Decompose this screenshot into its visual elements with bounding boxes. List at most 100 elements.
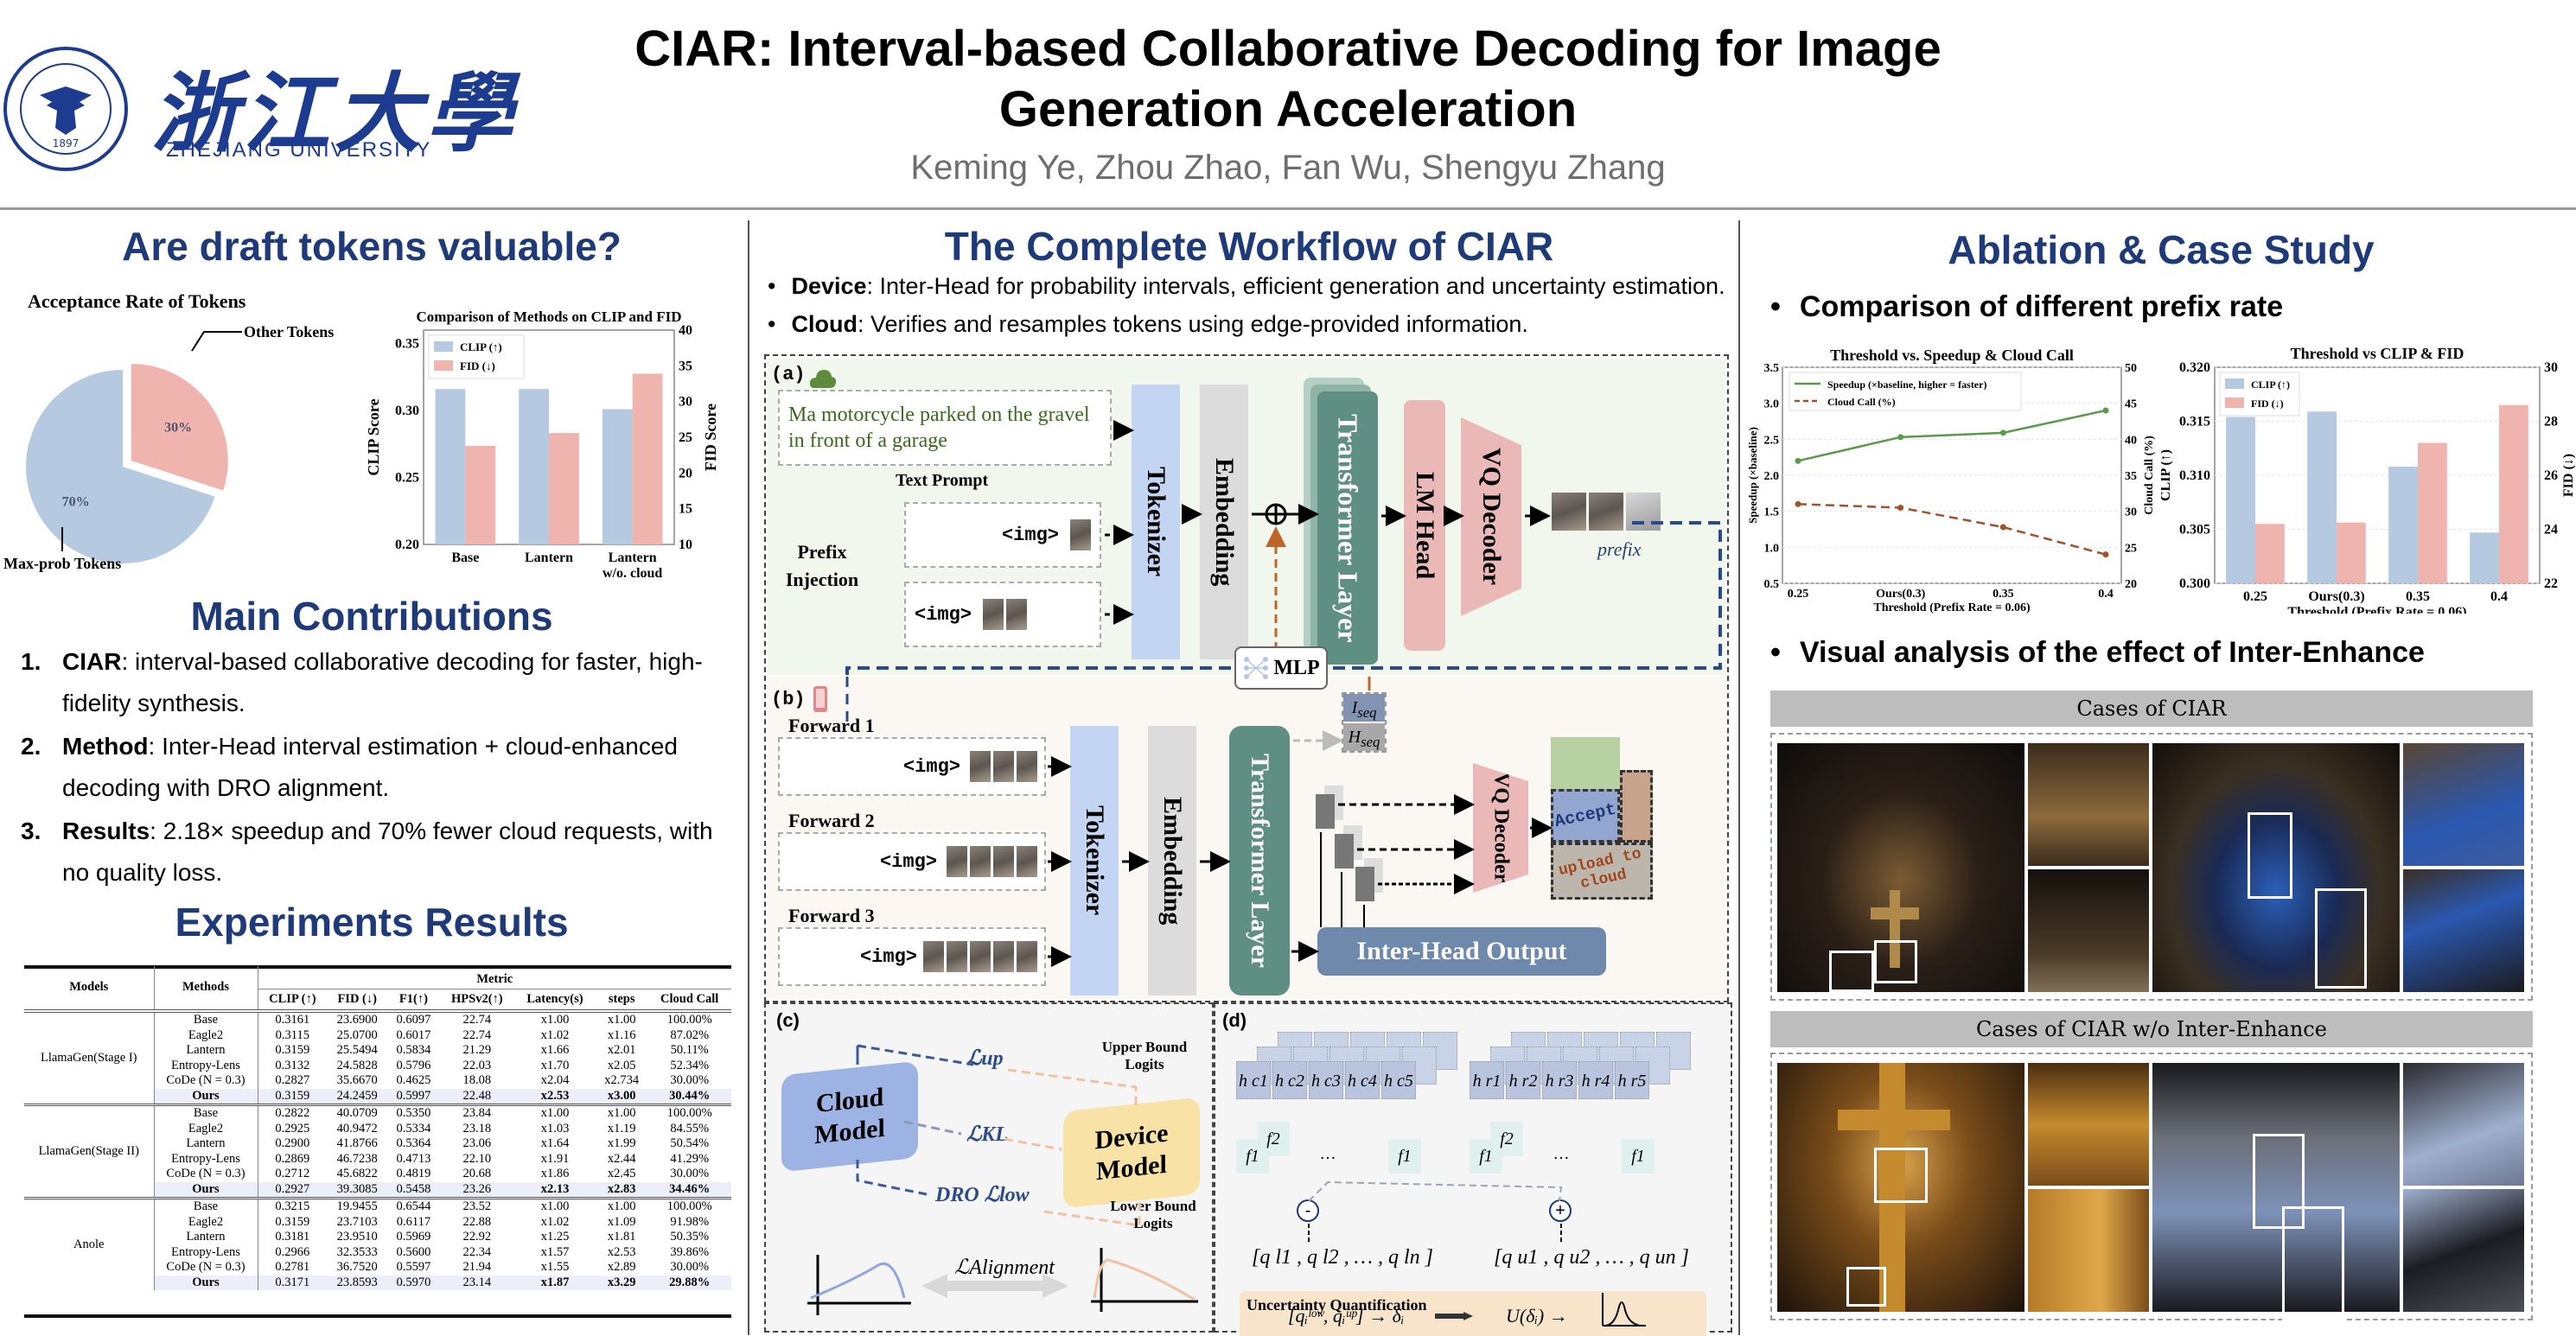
metric-cell: 19.9455: [336, 1199, 378, 1213]
metric-cell: x1.00: [607, 1013, 636, 1027]
x-tick-label: 0.4: [2490, 589, 2508, 604]
metric-cell: 0.3159: [258, 1088, 328, 1105]
bullet-keyword: Device: [791, 273, 867, 299]
column-header-metric-group: Metric: [258, 966, 731, 989]
method-cell: Entropy-Lens: [154, 1244, 258, 1260]
y-axis-label: CLIP Score: [365, 398, 382, 475]
bar-fid: [2337, 522, 2366, 583]
forward-1-label: Forward 1: [788, 715, 875, 736]
metric-cell: x2.05: [607, 1058, 636, 1072]
data-point: [2102, 407, 2109, 414]
method-cell: Ours: [154, 1088, 258, 1105]
metric-cell: 23.06: [462, 1136, 492, 1150]
img-token: <img>: [902, 755, 960, 778]
metric-cell: 52.34%: [670, 1058, 710, 1072]
method-cell: CoDe (N = 0.3): [154, 1073, 258, 1089]
image-patch-thumbnail: [970, 941, 991, 972]
x-tick-label: Ours(0.3): [1876, 588, 1926, 601]
head-cell: h c5: [1381, 1061, 1416, 1099]
y-tick-label: 0.20: [395, 538, 419, 552]
lower-quantile-vector: [q l1 , q l2 , … , q ln ]: [1252, 1246, 1434, 1269]
metric-cell: x2.13: [514, 1181, 596, 1199]
head-cell: h r3: [1542, 1061, 1577, 1099]
image-patch-thumbnail: [993, 941, 1014, 972]
img-token: <img>: [879, 850, 937, 873]
loss-alignment-label: ℒAlignment: [954, 1256, 1055, 1279]
case-image-cross: [1777, 743, 2024, 992]
case-image-motorcycle: [2152, 743, 2400, 992]
y2-axis-label: FID (↓): [2561, 454, 2576, 497]
image-patch-thumbnail: [1589, 493, 1623, 531]
metric-cell: 18.08: [462, 1073, 492, 1087]
case-zoom-crop: [2028, 1189, 2149, 1312]
transformer-layer-block-a: Transformer Layer: [1317, 391, 1378, 665]
metric-cell: 0.4713: [396, 1151, 431, 1166]
img-token: <img>: [915, 603, 972, 626]
metric-cell: x2.53: [607, 1244, 636, 1259]
y2-axis-label: Cloud Call (%): [2143, 436, 2156, 515]
implies-arrow-icon: [1435, 1312, 1473, 1320]
metric-cell: 0.3171: [258, 1275, 328, 1290]
metric-cell: 32.3533: [336, 1244, 378, 1259]
section-title-contributions: Main Contributions: [190, 594, 553, 639]
method-cell: Base: [154, 1011, 258, 1028]
bullet-cloud: •Cloud: Verifies and resamples tokens us…: [768, 311, 1528, 337]
metric-cell: 50.11%: [670, 1043, 709, 1057]
metric-cell: 40.0709: [336, 1106, 378, 1120]
head-cell: h c2: [1272, 1061, 1307, 1099]
metric-cell: x1.00: [540, 1013, 570, 1027]
panel-c: (c) Cloud Model Device Model Upper Bound…: [764, 1002, 1214, 1333]
y2-tick-label: 30: [679, 395, 692, 410]
section-title-experiments: Experiments Results: [175, 900, 569, 945]
image-patch-thumbnail: [1552, 493, 1586, 531]
pie-percent-label: 30%: [164, 420, 192, 435]
panel-a-arrows: [845, 420, 1722, 675]
metric-cell: x1.25: [540, 1230, 570, 1244]
contribution-number: 3.: [21, 818, 41, 844]
gaussian-curve-icon: [1602, 1293, 1646, 1326]
panel-d-connectors: [1308, 1180, 1563, 1243]
metric-cell: 0.3181: [275, 1230, 310, 1244]
column-header-metric: HPSv2(↑): [451, 991, 503, 1006]
rejected-patch: [1620, 770, 1653, 843]
prefix-input-box: <img>: [904, 502, 1101, 568]
contribution-keyword: CIAR: [62, 648, 122, 675]
contribution-keyword: Method: [62, 733, 149, 760]
panel-a-label: (a): [771, 364, 806, 385]
contribution-item: 1. CIAR: interval-based collaborative de…: [21, 641, 730, 724]
bullet-device: •Device: Inter-Head for probability inte…: [768, 273, 1725, 299]
image-patch-thumbnail: [923, 941, 944, 972]
forward-1-input: <img>: [778, 737, 1046, 796]
case-zoom-crop: [2028, 1063, 2149, 1186]
panel-b: (b) Forward 1 <img> Forward 2 <img> Forw…: [768, 677, 1725, 999]
bar-fid: [465, 445, 496, 544]
data-point: [1999, 429, 2006, 436]
bullet-text: : Inter-Head for probability intervals, …: [866, 273, 1725, 299]
bullet-text: : Verifies and resamples tokens using ed…: [857, 311, 1528, 337]
contribution-text: : Inter-Head interval estimation + cloud…: [62, 733, 678, 801]
y2-tick-label: 25: [2125, 542, 2137, 555]
method-cell: Base: [154, 1198, 258, 1215]
x-tick-label: 0.35: [1993, 588, 2014, 601]
metric-cell: 0.5970: [387, 1275, 440, 1290]
vq-decoder-block-b: VQ Decoder: [1473, 763, 1528, 893]
bar-clip: [2226, 417, 2255, 583]
metric-cell: x2.44: [607, 1151, 636, 1166]
metric-cell: 50.35%: [670, 1230, 710, 1244]
vq-decoder-block-a: VQ Decoder: [1461, 417, 1521, 616]
pie-slice-max-prob: [26, 370, 215, 563]
metric-cell: 0.5458: [387, 1181, 440, 1199]
contribution-text: : interval-based collaborative decoding …: [62, 648, 703, 716]
neural-network-icon: [1244, 657, 1269, 679]
y2-tick-label: 20: [2125, 578, 2137, 591]
column-header-metric: CLIP (↑): [269, 991, 316, 1006]
metric-cell: x1.19: [607, 1121, 636, 1136]
case-grid-ciar: [1770, 733, 2533, 1001]
metric-cell: x3.29: [595, 1275, 648, 1290]
